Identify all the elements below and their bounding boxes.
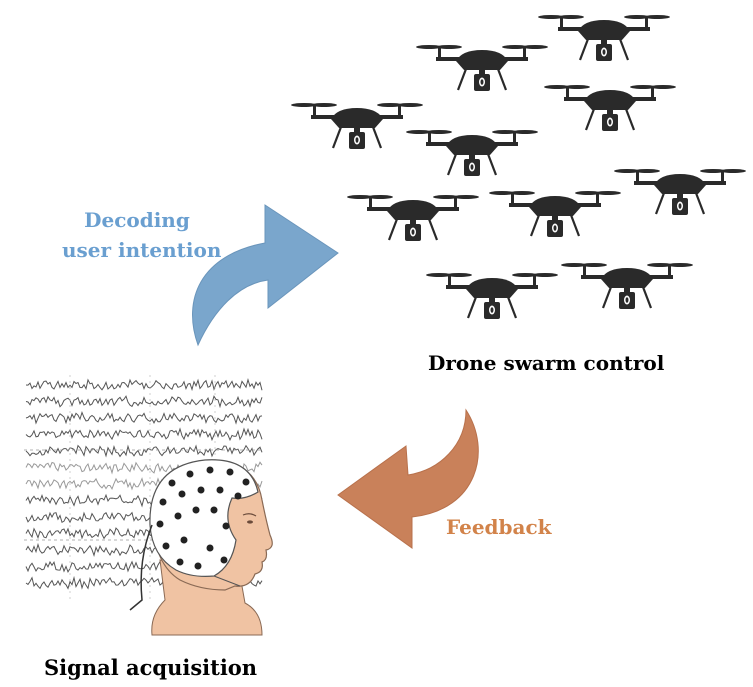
drone-swarm: [289, 13, 748, 321]
eeg-trace: [25, 377, 263, 392]
drone-icon: [345, 193, 481, 243]
curved-arrow-blue: [192, 204, 339, 347]
decoding-label-line1: Decoding: [84, 208, 190, 232]
drone-icon: [404, 128, 540, 178]
drone-icon: [414, 43, 550, 93]
eeg-trace: [25, 395, 263, 409]
eeg-trace: [25, 411, 263, 425]
drone-icon: [289, 101, 425, 151]
drone-icon: [559, 261, 695, 311]
decoding-label-line2: user intention: [62, 238, 222, 262]
drone-icon: [424, 271, 560, 321]
eeg-trace: [25, 427, 263, 442]
eeg-trace: [25, 444, 263, 458]
curved-arrow-orange: [337, 408, 479, 549]
decoding-label: Decoding user intention: [62, 205, 222, 265]
drone-swarm-label: Drone swarm control: [428, 351, 665, 375]
feedback-label: Feedback: [446, 515, 552, 539]
drone-icon: [536, 13, 672, 63]
drone-icon: [487, 189, 623, 239]
signal-acquisition-label: Signal acquisition: [44, 655, 258, 680]
drone-icon: [542, 83, 678, 133]
drone-icon: [612, 167, 748, 217]
eeg-cap-head-icon: [129, 459, 273, 636]
